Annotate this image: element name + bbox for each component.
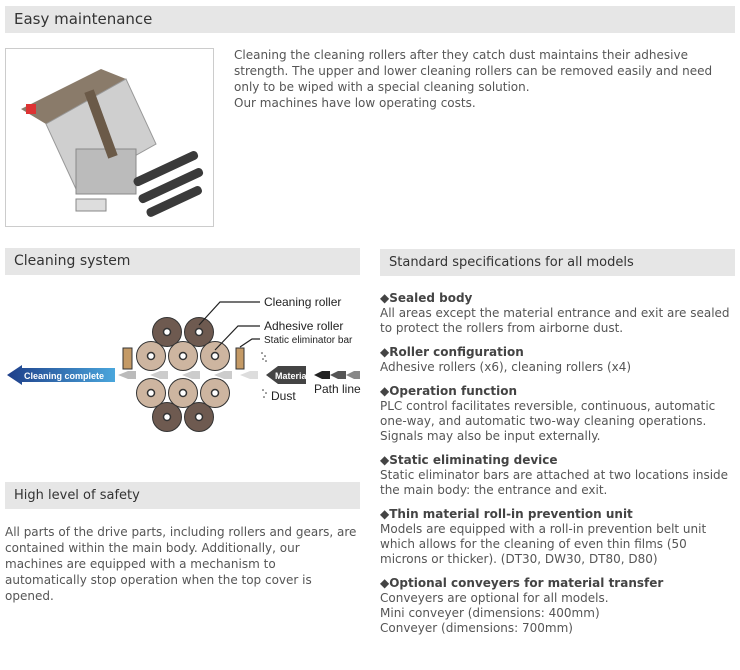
cleaning-system-diagram: Cleaning complete Material Cleaning roll… [7,295,361,432]
section-header-cleaning-system: Cleaning system [5,248,360,275]
static-eliminator-bar-label: Static eliminator bar [264,335,353,346]
safety-description: All parts of the drive parts, including … [5,525,357,603]
spec-heading: ◆Roller configuration [380,345,524,359]
cleaning-complete-label: Cleaning complete [24,371,104,381]
section-header-easy-maintenance: Easy maintenance [5,6,735,33]
spec-text: Models are equipped with a roll-in preve… [380,522,707,566]
spec-heading: ◆Thin material roll-in prevention unit [380,507,633,521]
path-line-label: Path line [314,382,361,396]
path-line [118,371,360,379]
leader-lines [198,301,260,351]
spec-text: PLC control facilitates reversible, cont… [380,399,716,443]
maintenance-description: Cleaning the cleaning rollers after they… [234,47,736,111]
spec-text: Adhesive rollers (x6), cleaning rollers … [380,360,632,374]
material-arrow: Material [266,366,309,384]
dust-icon [261,352,267,398]
maintenance-paragraph: Cleaning the cleaning rollers after they… [234,48,713,94]
static-eliminator-bar-left [122,347,133,370]
cleaning-complete-arrow: Cleaning complete [7,365,115,385]
spec-heading: ◆Operation function [380,384,518,398]
spec-text: Conveyer (dimensions: 700mm) [380,621,573,635]
cleaning-roller-label: Cleaning roller [264,295,341,309]
adhesive-roller-label: Adhesive roller [264,319,343,333]
spec-text: Conveyers are optional for all models. [380,591,609,605]
spec-heading: ◆Sealed body [380,291,473,305]
spec-heading: ◆Static eliminating device [380,453,558,467]
machine-photo [5,48,214,227]
spec-heading: ◆Optional conveyers for material transfe… [380,576,664,590]
material-label: Material [275,371,309,381]
dust-label: Dust [271,389,296,403]
section-header-safety: High level of safety [5,482,360,509]
spec-text: Static eliminator bars are attached at t… [380,468,729,497]
spec-item: ◆Optional conveyers for material transfe… [380,576,738,636]
static-eliminator-bar-right [235,347,245,370]
spec-text: Mini conveyer (dimensions: 400mm) [380,606,600,620]
maintenance-paragraph: Our machines have low operating costs. [234,96,476,110]
adhesive-rollers [136,341,230,408]
spec-text: All areas except the material entrance a… [380,306,730,335]
section-header-specifications: Standard specifications for all models [380,249,735,276]
